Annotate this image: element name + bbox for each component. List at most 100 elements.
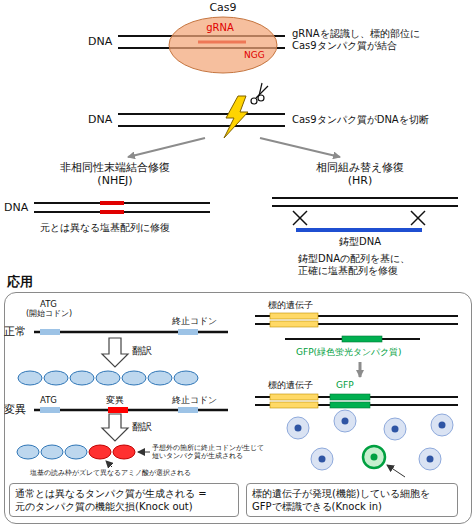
result-text: 通常とは異なるタンパク質が生成される =元のタンパク質の機能欠損(Knock o… xyxy=(15,487,233,513)
result-text: 標的遺伝子が発現(機能)している細胞を GFPで標識できる(Knock in) xyxy=(252,487,452,513)
codon-label: 終止コドン xyxy=(172,395,217,405)
pathway-heading: 相同組み替え修復 (HR) xyxy=(315,161,405,187)
leader-arrow xyxy=(387,465,405,477)
step-note: Cas9タンパク質がDNAを切断 xyxy=(292,114,429,126)
codon-segment xyxy=(40,329,60,335)
gene-label: 標的遺伝子 xyxy=(268,380,313,391)
crossover-mark xyxy=(293,211,307,225)
amino-acid xyxy=(65,445,87,459)
amino-acid xyxy=(96,371,120,385)
cell xyxy=(419,448,441,470)
codon-label: ATG xyxy=(40,299,57,309)
cell xyxy=(431,414,453,436)
gfp-gene xyxy=(342,336,382,342)
mutation-site xyxy=(108,407,128,413)
result-box: 標的遺伝子が発現(機能)している細胞を GFPで標識できる(Knock in) xyxy=(246,483,458,517)
codon-label: (開始コドン) xyxy=(26,309,72,319)
cell xyxy=(311,448,333,470)
leader-arrow xyxy=(138,452,150,453)
cell xyxy=(334,410,356,432)
codon-label: 終止コドン xyxy=(172,316,217,326)
gene-label: GFP(緑色蛍光タンパク質) xyxy=(296,347,402,358)
amino-acid xyxy=(17,445,39,459)
gene-line xyxy=(34,331,228,334)
codon-segment xyxy=(178,329,198,335)
amino-acid xyxy=(174,371,198,385)
node-heading: Cas9 xyxy=(168,1,278,14)
mutation-site xyxy=(100,210,124,214)
sequence-label: gRNA xyxy=(206,22,234,34)
amino-acid xyxy=(148,371,172,385)
protein-shape xyxy=(169,17,277,73)
dna-strand xyxy=(34,211,210,213)
target-gene xyxy=(270,402,318,408)
application-panel: 応用通常とは異なるタンパク質が生成される =元のタンパク質の機能欠損(Knock… xyxy=(4,292,472,524)
sequence-label: NGG xyxy=(244,50,265,61)
result-box: 通常とは異なるタンパク質が生成される =元のタンパク質の機能欠損(Knock o… xyxy=(9,483,239,517)
amino-acid xyxy=(41,445,63,459)
cell xyxy=(384,418,406,440)
arrow-label: 翻訳 xyxy=(132,345,152,357)
gfp-gene xyxy=(330,402,370,408)
amino-acid xyxy=(122,371,146,385)
cell-nucleus xyxy=(319,456,326,463)
scissors-blade xyxy=(256,86,268,98)
target-gene xyxy=(270,313,318,319)
codon-label: 変異 xyxy=(106,395,124,405)
gene-line xyxy=(34,409,228,412)
codon-label: ATG xyxy=(40,395,57,405)
cell-nucleus xyxy=(439,422,446,429)
altered-amino-acid xyxy=(113,445,135,459)
codon-segment xyxy=(40,407,60,413)
cell xyxy=(287,417,309,439)
target-gene xyxy=(270,394,318,400)
crossover-mark xyxy=(411,211,425,225)
codon-segment xyxy=(178,407,198,413)
leader-arrow xyxy=(106,461,112,467)
split-arrow xyxy=(128,138,205,157)
amino-acid xyxy=(70,371,94,385)
mutation-site xyxy=(100,201,124,205)
gene-label: GFP xyxy=(336,380,354,391)
dna-strand xyxy=(118,113,285,115)
dna-strand xyxy=(272,197,458,199)
cell-nucleus xyxy=(392,426,399,433)
scissors-handle xyxy=(251,98,257,104)
gene-label: 標的遺伝子 xyxy=(268,300,313,311)
molecule-label: 鋳型DNA xyxy=(339,236,381,248)
process-arrow xyxy=(359,362,362,377)
molecule-label: DNA xyxy=(88,35,112,48)
molecule-label: DNA xyxy=(88,113,112,126)
node-heading: 応用 xyxy=(7,274,33,290)
row-label: 変異 xyxy=(4,403,26,416)
step-note: 元とは異なる塩基配列に修復 xyxy=(40,222,170,234)
dna-strand xyxy=(272,205,458,207)
cut-bolt xyxy=(224,96,248,138)
pathway-heading: 非相同性末端結合修復 (NHEJ) xyxy=(59,161,171,187)
dna-strand xyxy=(34,202,210,204)
cell-nucleus xyxy=(295,425,302,432)
amino-acid xyxy=(18,371,42,385)
gfp-gene xyxy=(330,394,370,400)
altered-amino-acid xyxy=(89,445,111,459)
cell-nucleus xyxy=(342,418,349,425)
step-note: 鋳型DNAの配列を基に、 正確に塩基配列を修復 xyxy=(298,253,413,277)
translation-arrow xyxy=(102,414,128,441)
molecule-label: DNA xyxy=(4,201,28,214)
row-label: 正常 xyxy=(4,325,26,338)
crossover-mark xyxy=(411,211,425,225)
arrow-label: 翻訳 xyxy=(132,421,152,433)
translation-arrow xyxy=(102,338,128,367)
crossover-mark xyxy=(293,211,307,225)
target-gene xyxy=(270,321,318,327)
cell-nucleus xyxy=(371,454,378,461)
split-arrow xyxy=(260,138,340,157)
template-dna xyxy=(296,228,422,232)
dna-strand xyxy=(118,125,285,127)
scissors-blade xyxy=(259,83,262,96)
gfp-cell xyxy=(363,446,385,468)
step-note: gRNAを認識し、標的部位に Cas9タンパク質が結合 xyxy=(292,28,422,52)
amino-acid xyxy=(44,371,68,385)
callout-note: 塩基の読み枠がズレて異なるアミノ酸が選択される xyxy=(30,469,191,477)
